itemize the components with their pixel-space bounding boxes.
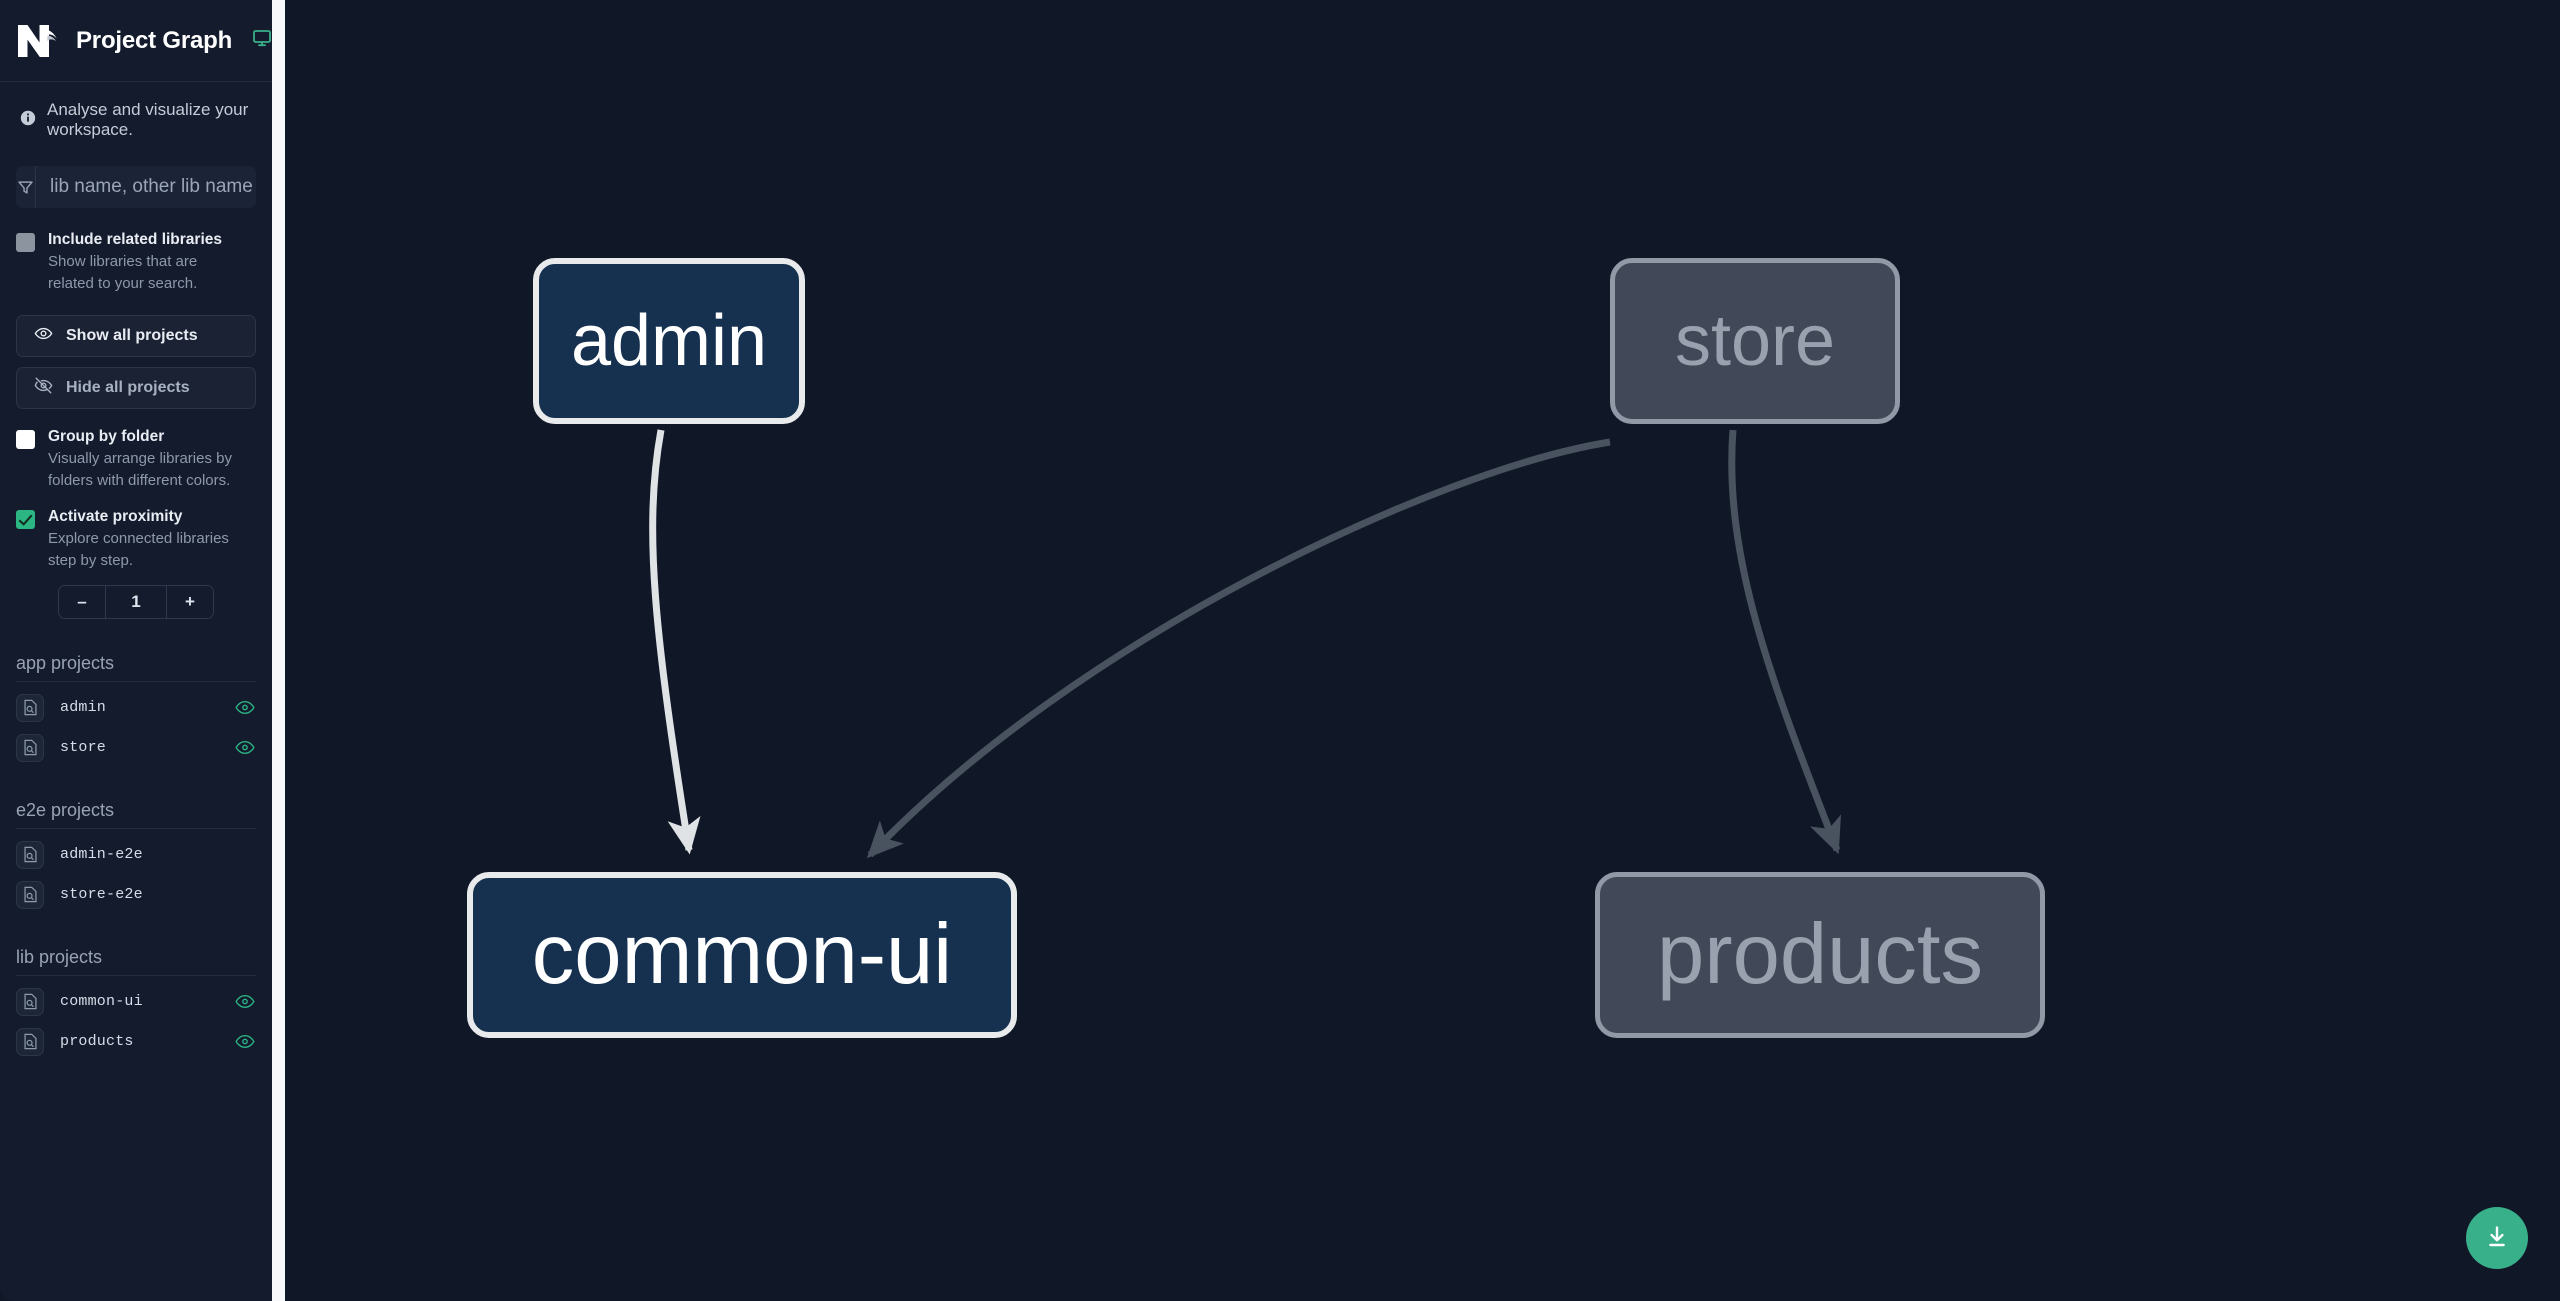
sidebar-scrollbar[interactable] — [272, 0, 285, 1301]
project-row-admin[interactable]: admin — [16, 688, 256, 728]
show-all-projects-label: Show all projects — [66, 326, 198, 344]
group-app-projects: app projects admin — [0, 653, 272, 768]
project-file-icon — [16, 840, 44, 869]
graph-node-products[interactable]: products — [1595, 872, 2045, 1038]
option-label: Group by folder — [48, 427, 165, 445]
project-name: store-e2e — [60, 886, 143, 904]
tagline-text: Analyse and visualize your workspace. — [47, 100, 249, 139]
proximity-stepper-container: – 1 + — [0, 584, 272, 619]
option-description: Explore connected libraries step by step… — [48, 530, 229, 569]
search-container — [0, 152, 272, 208]
group-title: app projects — [16, 653, 256, 682]
option-description: Visually arrange libraries by folders wi… — [48, 450, 232, 489]
graph-edges — [649, 429, 1842, 859]
search-input[interactable] — [36, 176, 256, 198]
proximity-decrement-button[interactable]: – — [59, 585, 105, 618]
show-all-projects-button[interactable]: Show all projects — [16, 314, 256, 357]
project-name: admin — [60, 699, 107, 717]
project-file-icon — [16, 987, 44, 1016]
graph-node-admin[interactable]: admin — [533, 258, 805, 424]
eye-icon[interactable] — [234, 1034, 256, 1049]
group-e2e-projects: e2e projects admin-e2e — [0, 800, 272, 915]
download-button[interactable] — [2466, 1207, 2528, 1269]
project-row-store[interactable]: store — [16, 728, 256, 768]
checkbox-activate-proximity[interactable] — [16, 509, 35, 529]
project-row-products[interactable]: products — [16, 1022, 256, 1062]
option-activate-proximity[interactable]: Activate proximity Explore connected lib… — [0, 507, 272, 571]
filter-funnel-icon — [16, 166, 36, 208]
project-row-admin-e2e[interactable]: admin-e2e — [16, 835, 256, 875]
graph-canvas[interactable]: admin store common-ui products — [285, 0, 2560, 1301]
project-row-common-ui[interactable]: common-ui — [16, 982, 256, 1022]
graph-node-common-ui[interactable]: common-ui — [467, 872, 1017, 1038]
edge-store-to-common-ui — [866, 438, 1611, 859]
checkbox-group-by-folder[interactable] — [16, 429, 35, 449]
download-icon — [2484, 1224, 2510, 1253]
hide-all-projects-button[interactable]: Hide all projects — [16, 366, 256, 409]
proximity-value: 1 — [105, 585, 167, 618]
group-lib-projects: lib projects common-ui — [0, 947, 272, 1062]
eye-icon[interactable] — [234, 700, 256, 715]
nx-logo-icon — [16, 21, 62, 61]
hide-all-projects-label: Hide all projects — [66, 378, 190, 396]
graph-node-label: common-ui — [531, 907, 953, 1002]
option-group-by-folder[interactable]: Group by folder Visually arrange librari… — [0, 427, 272, 491]
sidebar-header: Project Graph — [0, 0, 272, 82]
edge-admin-to-common-ui — [649, 429, 701, 855]
option-label: Include related libraries — [48, 231, 223, 248]
visibility-buttons: Show all projects Hide all projects — [0, 314, 272, 409]
eye-icon[interactable] — [234, 994, 256, 1009]
project-name: products — [60, 1033, 134, 1051]
proximity-stepper: – 1 + — [58, 584, 214, 619]
proximity-increment-button[interactable]: + — [167, 585, 213, 618]
checkbox-include-related-libraries[interactable] — [16, 233, 35, 252]
graph-node-store[interactable]: store — [1610, 258, 1900, 424]
graph-node-label: admin — [570, 301, 768, 381]
project-file-icon — [16, 733, 44, 762]
edge-store-to-products — [1728, 429, 1842, 855]
monitor-icon[interactable] — [252, 28, 272, 53]
project-file-icon — [16, 693, 44, 722]
group-title: e2e projects — [16, 800, 256, 829]
eye-icon[interactable] — [234, 740, 256, 755]
search-box[interactable] — [16, 166, 256, 208]
sidebar: Project Graph Analyse and visualize your… — [0, 0, 272, 1301]
project-name: admin-e2e — [60, 846, 143, 864]
eye-icon — [34, 324, 53, 348]
option-label: Activate proximity — [48, 507, 183, 525]
graph-node-label: store — [1674, 301, 1836, 381]
project-file-icon — [16, 1027, 44, 1056]
info-circle-icon — [20, 110, 36, 131]
page-title: Project Graph — [76, 26, 233, 54]
option-description: Show libraries that are related to your … — [48, 253, 198, 292]
group-title: lib projects — [16, 947, 256, 976]
project-name: common-ui — [60, 993, 143, 1011]
workspace-tagline: Analyse and visualize your workspace. — [0, 82, 272, 152]
project-file-icon — [16, 880, 44, 909]
option-include-related-libraries[interactable]: Include related libraries Show libraries… — [0, 230, 272, 294]
project-row-store-e2e[interactable]: store-e2e — [16, 875, 256, 915]
eye-off-icon — [34, 376, 53, 400]
graph-node-label: products — [1656, 907, 1983, 1002]
project-name: store — [60, 739, 107, 757]
